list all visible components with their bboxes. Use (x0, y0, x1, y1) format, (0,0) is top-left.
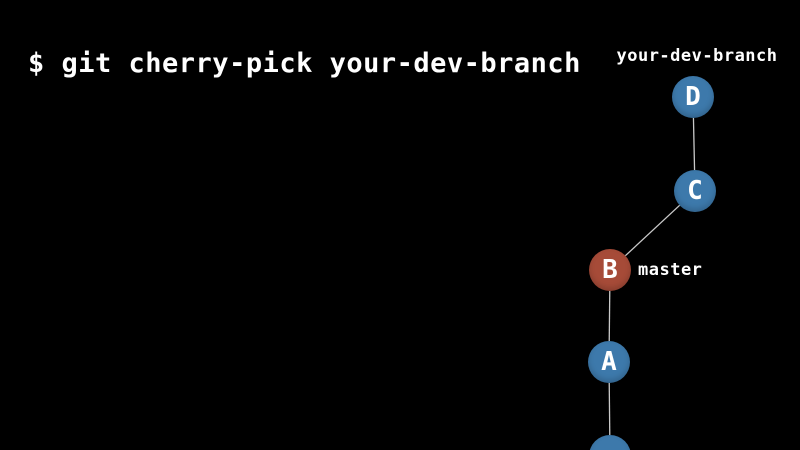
branch-label-master: master (638, 260, 703, 280)
commit-edge (624, 204, 681, 257)
commit-edge (608, 290, 611, 342)
terminal-command: $ git cherry-pick your-dev-branch (28, 48, 581, 79)
commit-node-hidden (589, 435, 631, 450)
commit-node-B: B (589, 249, 631, 291)
commit-edge (692, 117, 696, 171)
branch-label-your-dev-branch: your-dev-branch (616, 46, 778, 66)
commit-node-A: A (588, 341, 630, 383)
commit-node-C: C (674, 170, 716, 212)
commit-node-D: D (672, 76, 714, 118)
commit-edge (608, 382, 611, 436)
